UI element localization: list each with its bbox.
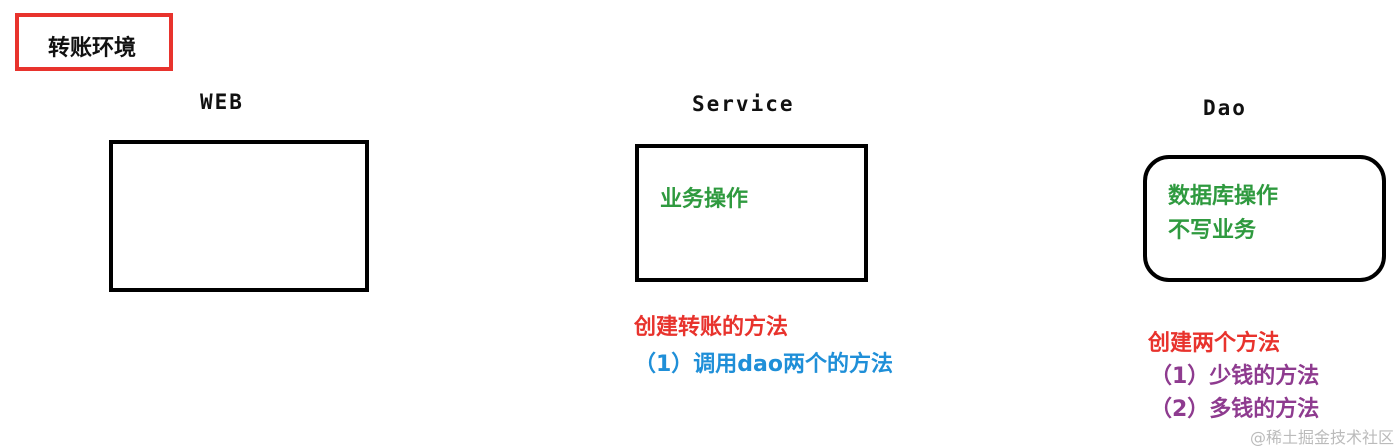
web-label: WEB (200, 90, 244, 114)
dao-box-line: 数据库操作 (1168, 184, 1279, 209)
dao-note-items: （1）少钱的方法 （2）多钱的方法 (1150, 360, 1319, 426)
watermark: @稀土掘金技术社区 (1250, 428, 1395, 447)
service-note-title: 创建转账的方法 (634, 315, 789, 340)
dao-note-item: （1）少钱的方法 (1150, 364, 1320, 389)
title-frame (15, 13, 173, 71)
web-box (109, 140, 369, 292)
dao-box-line: 不写业务 (1168, 218, 1257, 243)
service-box (635, 144, 868, 282)
dao-box-text: 数据库操作 不写业务 (1168, 180, 1278, 248)
diagram-title: 转账环境 (48, 36, 137, 61)
service-label: Service (692, 92, 795, 116)
service-box-text: 业务操作 (660, 187, 749, 212)
dao-label: Dao (1203, 96, 1247, 120)
dao-note-item: （2）多钱的方法 (1150, 397, 1320, 422)
dao-box (1143, 155, 1386, 282)
service-note-item: （1）调用dao两个的方法 (634, 352, 894, 377)
dao-note-title: 创建两个方法 (1148, 331, 1281, 356)
